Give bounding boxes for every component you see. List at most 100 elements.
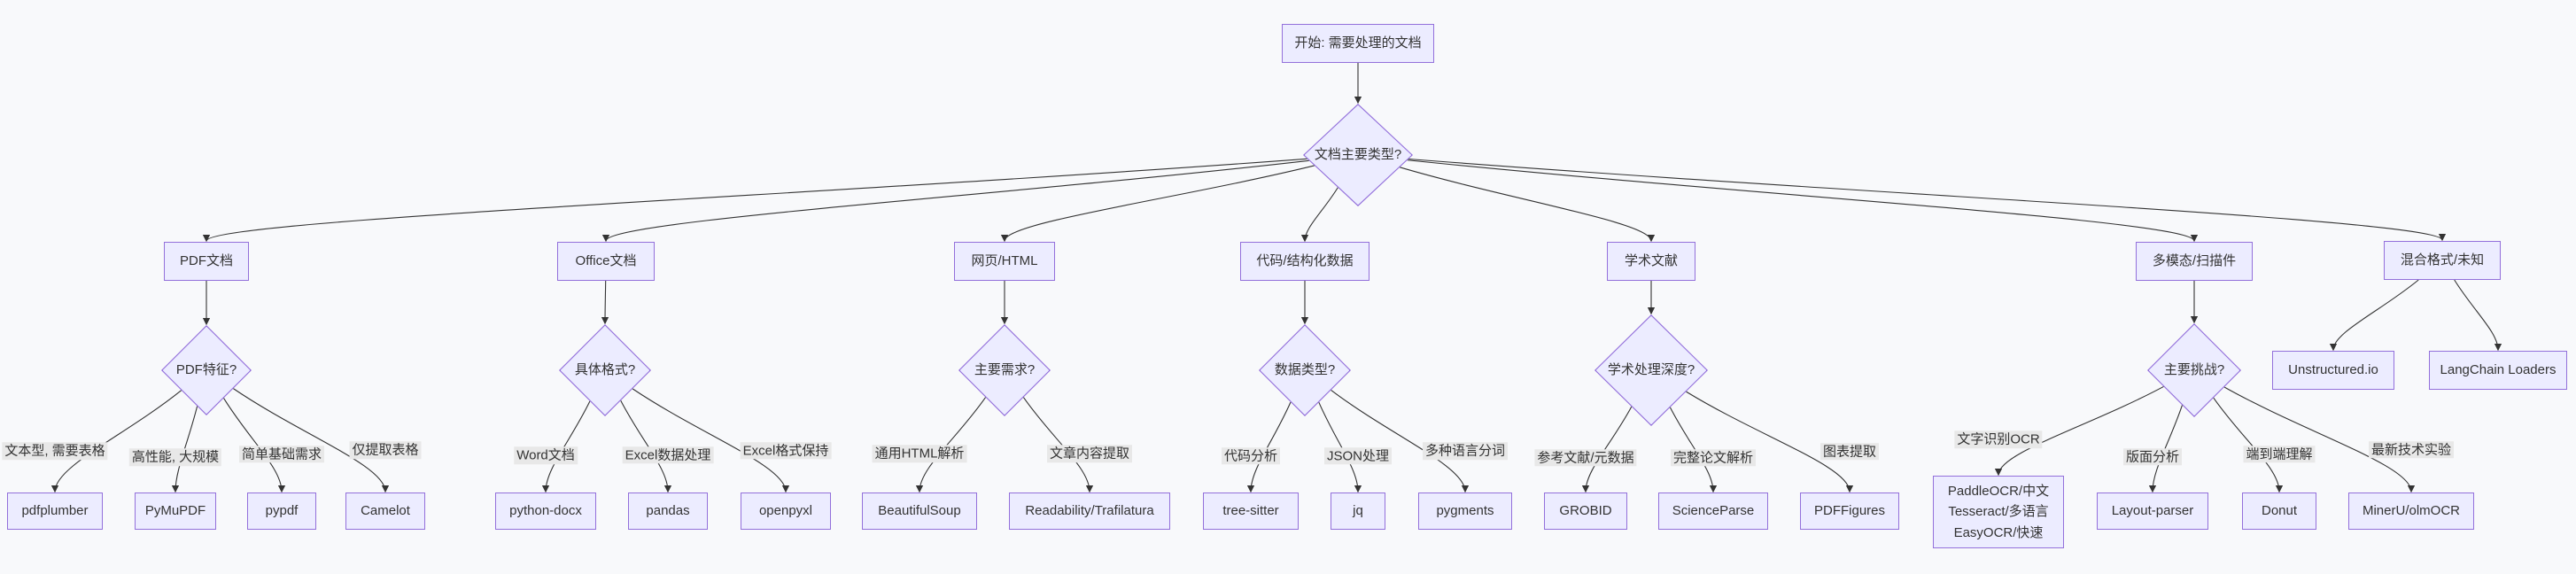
- node-label: 开始: 需要处理的文档: [1294, 35, 1422, 51]
- node-start: 开始: 需要处理的文档: [1282, 24, 1434, 63]
- node-openpyxl: openpyxl: [741, 493, 831, 530]
- node-jq: jq: [1331, 493, 1385, 530]
- node-label: PDF特征?: [175, 362, 237, 378]
- node-label: tree-sitter: [1222, 503, 1279, 519]
- node-layoutparser: Layout-parser: [2097, 493, 2208, 530]
- node-web: 网页/HTML: [954, 242, 1055, 281]
- node-label: MinerU/olmOCR: [2362, 503, 2460, 519]
- edge-label-multi_q-mineru: 最新技术实验: [2368, 441, 2455, 459]
- node-label: LangChain Loaders: [2440, 362, 2557, 378]
- edge-qtype-multimodal: [1407, 159, 2198, 243]
- node-multimodal: 多模态/扫描件: [2136, 242, 2253, 281]
- node-pdffigures: PDFFigures: [1800, 493, 1899, 530]
- node-qtype: 文档主要类型?: [1303, 104, 1413, 206]
- node-label: Readability/Trafilatura: [1025, 503, 1154, 519]
- node-label: jq: [1353, 503, 1363, 519]
- edge-qtype-pdf: [203, 158, 1307, 243]
- edge-label-academic_q-scienceparse: 完整论文解析: [1670, 449, 1757, 467]
- node-label: 具体格式?: [574, 362, 636, 378]
- node-python_docx: python-docx: [495, 493, 596, 530]
- edge-mixed-langchain: [2454, 279, 2502, 352]
- node-label: pdfplumber: [21, 503, 89, 519]
- node-donut: Donut: [2242, 493, 2316, 530]
- node-label: 多模态/扫描件: [2152, 253, 2237, 269]
- node-label: Office文档: [575, 253, 637, 269]
- node-treesitter: tree-sitter: [1203, 493, 1299, 530]
- node-label: openpyxl: [758, 503, 813, 519]
- edge-label-pdf_q-camelot: 仅提取表格: [349, 441, 422, 460]
- node-label: 学术文献: [1624, 253, 1678, 269]
- node-langchain: LangChain Loaders: [2429, 351, 2567, 390]
- edge-label-pdf_q-pdfplumber: 文本型, 需要表格: [2, 442, 108, 461]
- node-label: Layout-parser: [2111, 503, 2194, 519]
- node-label: 混合格式/未知: [2400, 252, 2485, 268]
- node-label: 数据类型?: [1274, 362, 1336, 378]
- node-label: 主要挑战?: [2163, 362, 2225, 378]
- node-grobid: GROBID: [1544, 493, 1627, 530]
- node-label: pypdf: [265, 503, 299, 519]
- node-label: pygments: [1436, 503, 1494, 519]
- edge-label-web_q-readability: 文章内容提取: [1046, 445, 1133, 463]
- edge-label-academic_q-grobid: 参考文献/元数据: [1534, 448, 1637, 467]
- node-label: PyMuPDF: [144, 503, 206, 519]
- node-mineru: MinerU/olmOCR: [2348, 493, 2474, 530]
- edge-qtype-code: [1300, 187, 1338, 243]
- node-readability: Readability/Trafilatura: [1009, 493, 1170, 530]
- edge-academic_q-pdffigures: [1686, 391, 1854, 493]
- node-pymupdf: PyMuPDF: [135, 493, 216, 530]
- edge-label-academic_q-pdffigures: 图表提取: [1819, 443, 1880, 461]
- node-label: GROBID: [1559, 503, 1612, 519]
- node-pdfplumber: pdfplumber: [7, 493, 103, 530]
- edge-label-multi_q-ocr: 文字识别OCR: [1954, 430, 2043, 448]
- node-label: 主要需求?: [974, 362, 1036, 378]
- node-pygments: pygments: [1418, 493, 1512, 530]
- edge-code_q-pygments: [1331, 389, 1470, 493]
- edge-label-multi_q-donut: 端到端理解: [2243, 445, 2316, 463]
- node-scienceparse: ScienceParse: [1658, 493, 1768, 530]
- edge-qtype-mixed: [1408, 158, 2446, 242]
- node-office: Office文档: [557, 242, 655, 281]
- node-label: Donut: [2261, 503, 2298, 519]
- node-code: 代码/结构化数据: [1240, 242, 1369, 281]
- edge-mixed-unstructured: [2329, 279, 2419, 352]
- node-multi_q: 主要挑战?: [2147, 323, 2241, 417]
- node-label: PDF文档: [179, 253, 233, 269]
- node-pdf_q: PDF特征?: [161, 325, 252, 415]
- node-academic: 学术文献: [1607, 242, 1695, 281]
- edge-label-pdf_q-pymupdf: 高性能, 大规模: [128, 448, 222, 467]
- edge-multi_q-mineru: [2223, 386, 2416, 493]
- edge-label-pdf_q-pypdf: 简单基础需求: [238, 446, 325, 463]
- node-label: Unstructured.io: [2288, 362, 2378, 378]
- node-label: ScienceParse: [1672, 503, 1755, 519]
- edge-label-code_q-jq: JSON处理: [1323, 446, 1393, 465]
- node-label: 文档主要类型?: [1314, 147, 1402, 163]
- edge-label-code_q-pygments: 多种语言分词: [1422, 442, 1509, 460]
- edge-office-office_q: [601, 280, 609, 325]
- edge-qtype-office: [602, 159, 1309, 243]
- node-label: 网页/HTML: [971, 253, 1038, 269]
- node-pypdf: pypdf: [247, 493, 316, 530]
- edge-label-office_q-openpyxl: Excel格式保持: [740, 441, 832, 460]
- node-label: python-docx: [509, 503, 582, 519]
- edge-qtype-academic: [1400, 167, 1656, 243]
- node-pdf: PDF文档: [164, 242, 249, 281]
- edge-qtype-web: [1000, 165, 1315, 243]
- edge-label-office_q-pandas: Excel数据处理: [622, 446, 714, 464]
- node-ocr: PaddleOCR/中文 Tesseract/多语言 EasyOCR/快速: [1933, 476, 2064, 548]
- node-office_q: 具体格式?: [559, 324, 651, 416]
- node-label: PDFFigures: [1813, 503, 1886, 519]
- node-label: BeautifulSoup: [878, 503, 961, 519]
- edge-label-office_q-python_docx: Word文档: [514, 446, 578, 464]
- edge-office_q-openpyxl: [632, 388, 790, 493]
- node-unstructured: Unstructured.io: [2272, 351, 2394, 390]
- node-label: PaddleOCR/中文 Tesseract/多语言 EasyOCR/快速: [1947, 484, 2050, 540]
- edge-pdf_q-camelot: [233, 388, 390, 493]
- node-label: 学术处理深度?: [1607, 362, 1695, 378]
- edge-label-code_q-treesitter: 代码分析: [1221, 446, 1281, 465]
- node-code_q: 数据类型?: [1259, 324, 1351, 416]
- edge-multi_q-ocr: [1994, 385, 2164, 477]
- node-label: 代码/结构化数据: [1256, 253, 1354, 269]
- node-label: Camelot: [361, 503, 410, 519]
